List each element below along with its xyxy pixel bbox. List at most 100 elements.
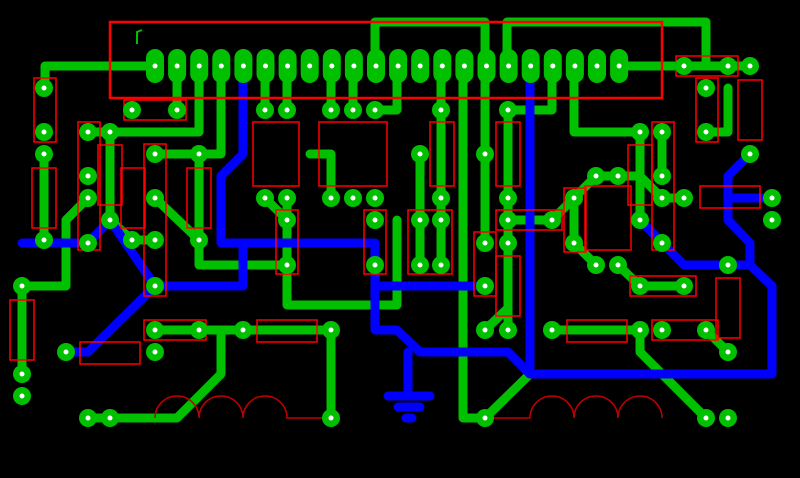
drill-hole bbox=[725, 349, 731, 355]
connector-outline bbox=[108, 20, 664, 100]
drill-hole bbox=[351, 63, 357, 69]
drill-hole bbox=[19, 393, 25, 399]
drill-hole bbox=[703, 85, 709, 91]
drill-hole bbox=[284, 107, 290, 113]
drill-hole bbox=[41, 85, 47, 91]
drill-hole bbox=[196, 63, 202, 69]
drill-hole bbox=[129, 107, 135, 113]
drill-hole bbox=[637, 327, 643, 333]
drill-hole bbox=[681, 283, 687, 289]
drill-hole bbox=[152, 327, 158, 333]
drill-hole bbox=[328, 195, 334, 201]
drill-hole bbox=[482, 151, 488, 157]
drill-hole bbox=[174, 107, 180, 113]
drill-hole bbox=[615, 262, 621, 268]
drill-hole bbox=[505, 240, 511, 246]
drill-hole bbox=[218, 63, 224, 69]
drill-hole bbox=[350, 107, 356, 113]
drill-hole bbox=[482, 283, 488, 289]
drill-hole bbox=[85, 240, 91, 246]
drill-hole bbox=[484, 63, 489, 69]
drill-hole bbox=[438, 217, 444, 223]
drill-hole bbox=[19, 371, 25, 377]
drill-hole bbox=[482, 327, 488, 333]
drill-hole bbox=[328, 415, 334, 421]
drill-hole bbox=[681, 195, 687, 201]
drill-hole bbox=[461, 63, 467, 69]
drill-hole bbox=[506, 63, 512, 69]
drill-hole bbox=[372, 195, 378, 201]
drill-hole bbox=[196, 327, 202, 333]
drill-hole bbox=[438, 195, 444, 201]
drill-hole bbox=[594, 63, 600, 69]
drill-hole bbox=[328, 107, 334, 113]
pads bbox=[13, 49, 781, 427]
drill-hole bbox=[659, 173, 665, 179]
drill-hole bbox=[417, 63, 423, 69]
drill-hole bbox=[769, 217, 775, 223]
drill-hole bbox=[549, 327, 555, 333]
drill-hole bbox=[329, 63, 335, 69]
drill-hole bbox=[659, 240, 665, 246]
drill-hole bbox=[350, 195, 356, 201]
drill-hole bbox=[284, 262, 290, 268]
drill-hole bbox=[41, 129, 47, 135]
drill-hole bbox=[107, 415, 113, 421]
drill-hole bbox=[505, 327, 511, 333]
pin1-marker bbox=[136, 29, 143, 44]
drill-hole bbox=[395, 63, 401, 69]
drill-hole bbox=[703, 415, 709, 421]
drill-hole bbox=[615, 173, 621, 179]
drill-hole bbox=[196, 151, 202, 157]
drill-hole bbox=[107, 217, 113, 223]
drill-hole bbox=[769, 195, 775, 201]
drill-hole bbox=[240, 327, 246, 333]
drill-hole bbox=[152, 151, 158, 157]
drill-hole bbox=[373, 63, 379, 69]
drill-hole bbox=[152, 349, 158, 355]
drill-hole bbox=[417, 217, 423, 223]
drill-hole bbox=[307, 63, 313, 69]
drill-hole bbox=[571, 240, 577, 246]
drill-hole bbox=[85, 173, 91, 179]
drill-hole bbox=[372, 107, 378, 113]
drill-hole bbox=[63, 349, 69, 355]
drill-hole bbox=[152, 237, 158, 243]
drill-hole bbox=[571, 195, 577, 201]
drill-hole bbox=[438, 107, 444, 113]
drill-hole bbox=[659, 327, 665, 333]
drill-hole bbox=[284, 195, 290, 201]
drill-hole bbox=[482, 415, 488, 421]
drill-hole bbox=[417, 262, 423, 268]
drill-hole bbox=[240, 63, 246, 69]
drill-hole bbox=[593, 262, 599, 268]
drill-hole bbox=[637, 129, 643, 135]
drill-hole bbox=[747, 151, 753, 157]
drill-hole bbox=[747, 63, 753, 69]
drill-hole bbox=[152, 63, 158, 69]
drill-hole bbox=[505, 107, 511, 113]
drill-hole bbox=[41, 151, 47, 157]
drill-hole bbox=[262, 195, 268, 201]
drill-hole bbox=[152, 283, 158, 289]
drill-hole bbox=[659, 129, 665, 135]
drill-hole bbox=[528, 63, 534, 69]
drill-hole bbox=[439, 63, 445, 69]
drill-hole bbox=[725, 415, 731, 421]
drill-hole bbox=[152, 195, 158, 201]
drill-hole bbox=[328, 327, 334, 333]
drill-hole bbox=[681, 63, 687, 69]
drill-hole bbox=[284, 217, 290, 223]
drill-hole bbox=[262, 107, 268, 113]
drill-hole bbox=[196, 237, 202, 243]
drill-hole bbox=[505, 195, 511, 201]
drill-hole bbox=[417, 151, 423, 157]
drill-hole bbox=[85, 415, 91, 421]
drill-hole bbox=[129, 237, 135, 243]
drill-hole bbox=[637, 283, 643, 289]
drill-hole bbox=[482, 240, 488, 246]
drill-hole bbox=[616, 63, 622, 69]
drill-hole bbox=[372, 217, 378, 223]
bottom-copper-traces bbox=[17, 61, 777, 423]
